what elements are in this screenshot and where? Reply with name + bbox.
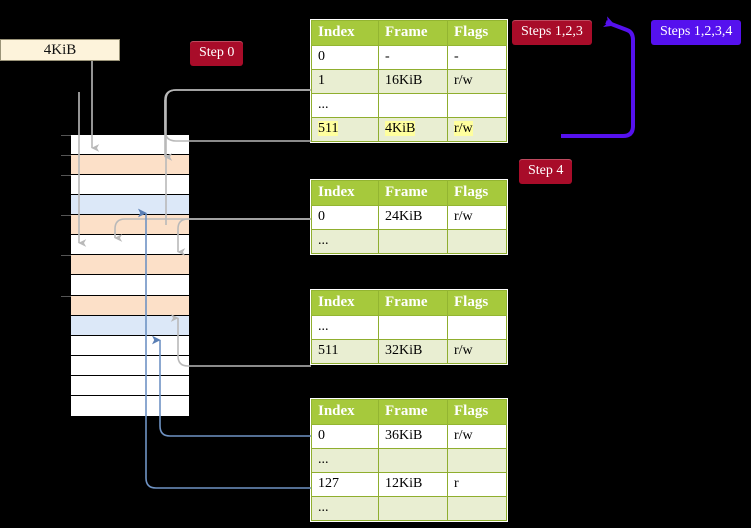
- memory-frame-row: [61, 255, 189, 276]
- memory-frame-row: [71, 275, 189, 296]
- table-cell: 511: [311, 117, 379, 142]
- memory-frame-row: [71, 315, 189, 336]
- badge-steps-1-2-3: Steps 1,2,3: [512, 20, 592, 45]
- table-header-index: Index: [311, 290, 379, 316]
- table-header-frame: Frame: [378, 20, 448, 46]
- memory-row-tick: [61, 155, 71, 157]
- table-cell: 127: [311, 472, 379, 497]
- table-cell: ...: [311, 93, 379, 118]
- table-row: ...: [311, 93, 507, 118]
- connector-pdp-branch: [177, 218, 311, 256]
- table-cell: r/w: [447, 205, 507, 230]
- table-cell: r/w: [447, 117, 507, 142]
- table-cell: [378, 229, 448, 254]
- table-header-flags: Flags: [447, 290, 507, 316]
- table-cell: ...: [311, 229, 379, 254]
- badge-step-4: Step 4: [519, 159, 573, 184]
- table-header-flags: Flags: [447, 180, 507, 206]
- frame-size-label: 4KiB: [43, 41, 77, 58]
- table-cell: -: [447, 45, 507, 70]
- table-header-index: Index: [311, 180, 379, 206]
- table-cell: [447, 496, 507, 521]
- memory-frame-row: [71, 235, 189, 256]
- table-row: ...: [311, 448, 507, 473]
- memory-frame-row: [71, 375, 189, 396]
- table-cell: 36KiB: [378, 424, 448, 449]
- table-cell: [447, 93, 507, 118]
- table-header-index: Index: [311, 399, 379, 425]
- memory-frame-row: [61, 295, 189, 316]
- table-cell: 0: [311, 424, 379, 449]
- memory-row-tick: [61, 215, 71, 217]
- table-cell: r/w: [447, 69, 507, 94]
- table-row: ...: [311, 315, 507, 340]
- table-cell: 1: [311, 69, 379, 94]
- table-cell: r/w: [447, 424, 507, 449]
- table-cell: 32KiB: [378, 339, 448, 364]
- memory-frame-row: [61, 175, 189, 196]
- memory-frame-row: [61, 155, 189, 176]
- memory-frame-row: [61, 135, 189, 156]
- table-cell: [447, 229, 507, 254]
- table-cell: -: [378, 45, 448, 70]
- table-header-frame: Frame: [378, 399, 448, 425]
- table-cell: 4KiB: [378, 117, 448, 142]
- table-cell: 0: [311, 205, 379, 230]
- table-cell: r: [447, 472, 507, 497]
- table-cell: 0: [311, 45, 379, 70]
- memory-row-tick: [61, 135, 71, 136]
- memory-row-tick: [61, 175, 71, 177]
- table-row: ...: [311, 496, 507, 521]
- table-cell: 12KiB: [378, 472, 448, 497]
- table-cell: ...: [311, 496, 379, 521]
- table-header-frame: Frame: [378, 180, 448, 206]
- table-cell: [447, 315, 507, 340]
- table-cell: r/w: [447, 339, 507, 364]
- table-cell: [378, 496, 448, 521]
- table-cell: [378, 93, 448, 118]
- table-row: ...: [311, 229, 507, 254]
- memory-frame-row: [71, 355, 189, 376]
- memory-row-tick: [61, 255, 71, 257]
- table-cell: ...: [311, 315, 379, 340]
- connector-pd-to-memory: [170, 314, 311, 367]
- memory-frame-row: [61, 215, 189, 236]
- table-cell: 16KiB: [378, 69, 448, 94]
- table-cell: 511: [311, 339, 379, 364]
- table-header-flags: Flags: [447, 399, 507, 425]
- frame-size-box: 4KiB: [0, 39, 120, 61]
- table-header-frame: Frame: [378, 290, 448, 316]
- physical-memory-column: [61, 134, 190, 416]
- table-header-flags: Flags: [447, 20, 507, 46]
- table-header-index: Index: [311, 20, 379, 46]
- memory-row-tick: [61, 295, 71, 297]
- table-cell: 24KiB: [378, 205, 448, 230]
- memory-frame-row: [71, 195, 189, 216]
- table-cell: ...: [311, 448, 379, 473]
- table-row: 0--: [311, 45, 507, 70]
- table-cell: [447, 448, 507, 473]
- badge-steps-1-2-3-4: Steps 1,2,3,4: [651, 20, 742, 45]
- table-cell: [378, 448, 448, 473]
- memory-frame-row: [71, 335, 189, 356]
- memory-frame-row: [71, 395, 189, 416]
- badge-step-0: Step 0: [190, 41, 244, 66]
- table-cell: [378, 315, 448, 340]
